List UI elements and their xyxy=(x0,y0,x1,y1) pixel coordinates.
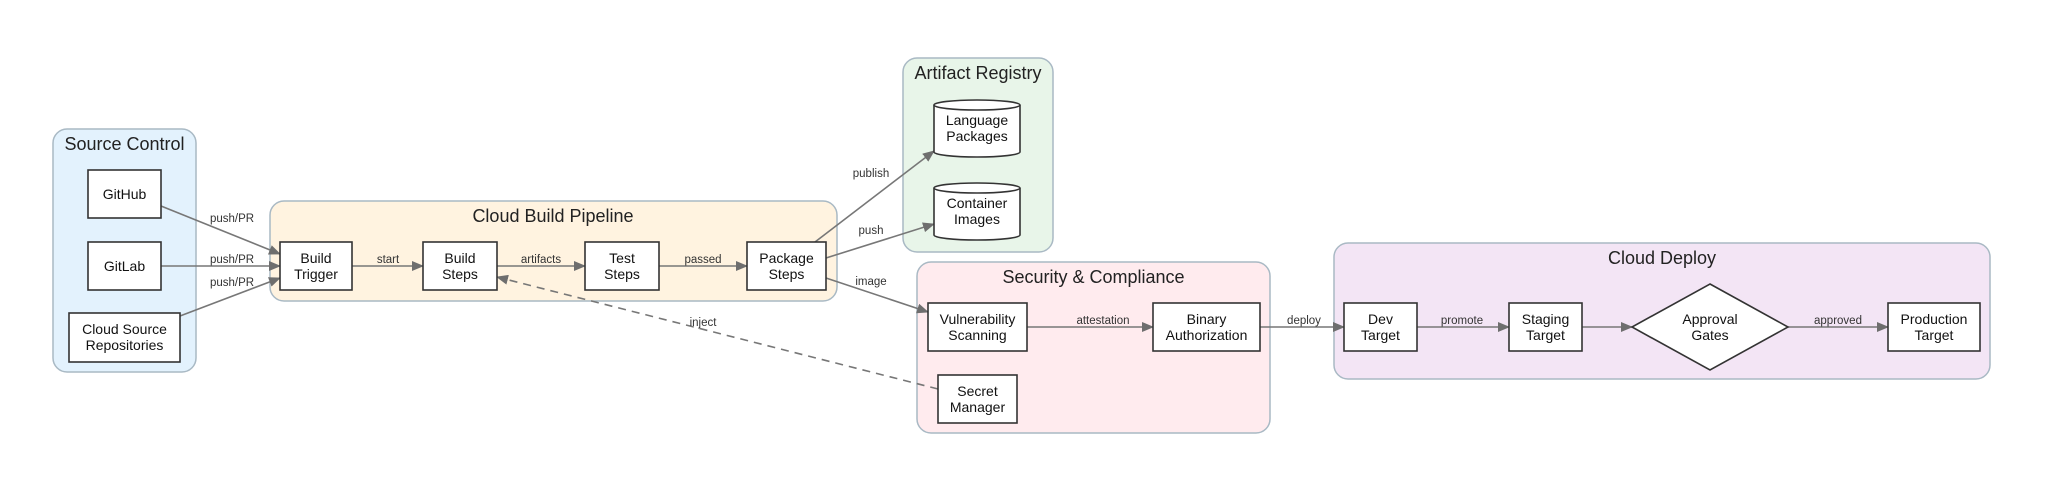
node-gitlab-label: GitLab xyxy=(104,258,145,274)
node-language-packages-label-line1: Language xyxy=(946,112,1009,128)
edge-label-deploy: deploy xyxy=(1287,315,1321,327)
node-binary-auth-label-line2: Authorization xyxy=(1166,327,1248,343)
node-production-target-box xyxy=(1887,302,1981,352)
node-binary-authorization[interactable]: Binary Authorization xyxy=(1152,302,1261,352)
edge-label-promote: promote xyxy=(1441,315,1483,327)
cylinder-top-rim xyxy=(933,187,1021,194)
node-staging-target-label-line1: Staging xyxy=(1522,311,1569,327)
node-build-steps-label-line2: Steps xyxy=(442,266,478,282)
node-container-images-label-line1: Container xyxy=(947,195,1008,211)
node-language-packages[interactable]: Language Packages xyxy=(933,99,1021,158)
edge-label-gitlab: push/PR xyxy=(210,254,254,266)
node-test-steps-box xyxy=(584,241,660,291)
edge-labels: push/PR push/PR push/PR start artifacts … xyxy=(210,168,1862,329)
edges xyxy=(160,150,1889,390)
node-dev-target-box xyxy=(1343,302,1418,352)
node-gitlab-box xyxy=(87,241,162,291)
edge-csr-build-trigger xyxy=(179,277,281,317)
node-github[interactable]: GitHub xyxy=(87,169,162,219)
node-production-target-label-line2: Target xyxy=(1915,327,1954,343)
edge-label-artifacts: artifacts xyxy=(521,254,562,266)
edge-label-inject: inject xyxy=(690,317,718,329)
node-build-trigger-label-line1: Build xyxy=(300,250,331,266)
cylinder-top-rim xyxy=(933,104,1021,111)
node-cloud-source-repositories[interactable]: Cloud Source Repositories xyxy=(68,312,181,363)
node-staging-target-label-line2: Target xyxy=(1526,327,1565,343)
node-approval-gates-label-line2: Gates xyxy=(1691,327,1728,343)
edge-package-vuln-scanning xyxy=(825,277,929,314)
edge-label-image: image xyxy=(855,276,886,288)
cluster-deploy-title: Cloud Deploy xyxy=(1608,248,1716,268)
node-binary-auth-box xyxy=(1152,302,1261,352)
decision-diamond-icon xyxy=(1630,283,1790,371)
node-build-trigger-box xyxy=(279,241,353,291)
edge-label-start: start xyxy=(377,254,400,266)
node-container-images-label-line2: Images xyxy=(954,211,1000,227)
edge-label-approved: approved xyxy=(1814,315,1862,327)
node-build-steps-box xyxy=(422,241,498,291)
cluster-artifact-registry-title: Artifact Registry xyxy=(914,63,1041,83)
node-approval-gates[interactable]: Approval Gates xyxy=(1630,283,1790,371)
node-dev-target-label-line1: Dev xyxy=(1368,311,1393,327)
node-test-steps-label-line1: Test xyxy=(609,250,635,266)
node-csr-label-line2: Repositories xyxy=(86,337,164,353)
node-github-label: GitHub xyxy=(103,186,147,202)
node-csr-box xyxy=(68,312,181,363)
node-build-trigger[interactable]: Build Trigger xyxy=(279,241,353,291)
node-vuln-label-line1: Vulnerability xyxy=(940,311,1016,327)
edge-github-build-trigger xyxy=(160,205,281,255)
node-package-steps-box xyxy=(746,241,827,291)
node-production-target-label-line1: Production xyxy=(1901,311,1968,327)
database-cylinder-icon xyxy=(933,99,1021,158)
node-gitlab[interactable]: GitLab xyxy=(87,241,162,291)
node-build-steps-label-line1: Build xyxy=(444,250,475,266)
node-vulnerability-scanning[interactable]: Vulnerability Scanning xyxy=(927,302,1028,352)
database-cylinder-icon xyxy=(933,182,1021,241)
node-binary-auth-label-line1: Binary xyxy=(1187,311,1227,327)
node-secret-manager[interactable]: Secret Manager xyxy=(937,374,1018,424)
node-github-box xyxy=(87,169,162,219)
node-vuln-label-line2: Scanning xyxy=(948,327,1006,343)
node-container-images[interactable]: Container Images xyxy=(933,182,1021,241)
edge-package-container-images xyxy=(825,222,935,259)
edge-package-language-packages xyxy=(814,150,935,243)
cluster-source-control-title: Source Control xyxy=(64,134,184,154)
edge-label-github: push/PR xyxy=(210,213,254,225)
edge-secret-manager-build-steps xyxy=(496,274,939,390)
node-test-steps-label-line2: Steps xyxy=(604,266,640,282)
node-package-steps[interactable]: Package Steps xyxy=(746,241,827,291)
node-test-steps[interactable]: Test Steps xyxy=(584,241,660,291)
node-staging-target-box xyxy=(1508,302,1583,352)
node-vuln-box xyxy=(927,302,1028,352)
edge-label-attestation: attestation xyxy=(1076,315,1129,327)
node-approval-gates-label-line1: Approval xyxy=(1682,311,1737,327)
node-language-packages-label-line2: Packages xyxy=(946,128,1007,144)
node-production-target[interactable]: Production Target xyxy=(1887,302,1981,352)
node-dev-target-label-line2: Target xyxy=(1361,327,1400,343)
node-staging-target[interactable]: Staging Target xyxy=(1508,302,1583,352)
edge-label-passed: passed xyxy=(684,254,721,266)
edge-label-publish: publish xyxy=(853,168,889,180)
node-dev-target[interactable]: Dev Target xyxy=(1343,302,1418,352)
node-build-steps[interactable]: Build Steps xyxy=(422,241,498,291)
node-secret-manager-label-line1: Secret xyxy=(957,383,998,399)
node-secret-manager-box xyxy=(937,374,1018,424)
cluster-security-title: Security & Compliance xyxy=(1002,267,1184,287)
node-build-trigger-label-line2: Trigger xyxy=(294,266,338,282)
node-package-steps-label-line1: Package xyxy=(759,250,814,266)
edge-label-push: push xyxy=(859,225,884,237)
cluster-build-pipeline-title: Cloud Build Pipeline xyxy=(472,206,633,226)
node-secret-manager-label-line2: Manager xyxy=(950,399,1006,415)
edge-label-csr: push/PR xyxy=(210,277,254,289)
node-csr-label-line1: Cloud Source xyxy=(82,321,167,337)
node-package-steps-label-line2: Steps xyxy=(769,266,805,282)
cluster-build-pipeline: Cloud Build Pipeline xyxy=(269,200,838,302)
